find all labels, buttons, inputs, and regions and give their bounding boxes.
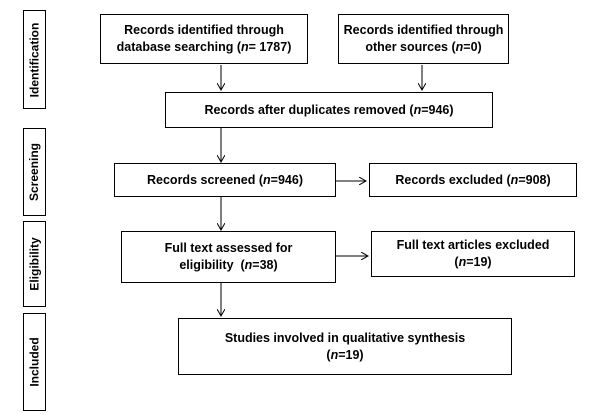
- stage-included: Included: [23, 313, 46, 411]
- box-fulltext-excluded-line1: Full text articles excluded: [396, 238, 550, 252]
- box-qualitative-synthesis-line1: Studies involved in qualitative synthesi…: [224, 330, 466, 345]
- box-fulltext-assessed-line1: Full text assessed for: [164, 241, 293, 255]
- box-records-excluded: Records excluded (n=908): [369, 163, 577, 197]
- box-other-sources-line2: other sources (n=0): [365, 40, 482, 54]
- box-records-screened: Records screened (n=946): [114, 163, 336, 197]
- box-fulltext-assessed-line2: eligibility (n=38): [179, 258, 278, 272]
- box-other-sources-line1: Records identified through: [343, 23, 504, 37]
- box-database-search-line1: Records identified through: [124, 23, 284, 37]
- box-fulltext-excluded: Full text articles excluded (n=19): [371, 231, 575, 277]
- box-fulltext-excluded-line2: (n=19): [454, 255, 492, 269]
- box-database-search-line2: database searching (n= 1787): [116, 40, 292, 54]
- box-database-search: Records identified through database sear…: [100, 14, 308, 64]
- stage-identification: Identification: [23, 10, 46, 109]
- box-fulltext-assessed: Full text assessed for eligibility (n=38…: [121, 231, 336, 283]
- box-qualitative-synthesis: Studies involved in qualitative synthesi…: [178, 318, 512, 375]
- box-qualitative-synthesis-line2: (n=19): [326, 347, 364, 362]
- box-other-sources: Records identified through other sources…: [338, 14, 509, 64]
- stage-eligibility: Eligibility: [23, 221, 46, 307]
- stage-screening: Screening: [23, 128, 46, 216]
- box-duplicates-removed: Records after duplicates removed (n=946): [165, 92, 493, 128]
